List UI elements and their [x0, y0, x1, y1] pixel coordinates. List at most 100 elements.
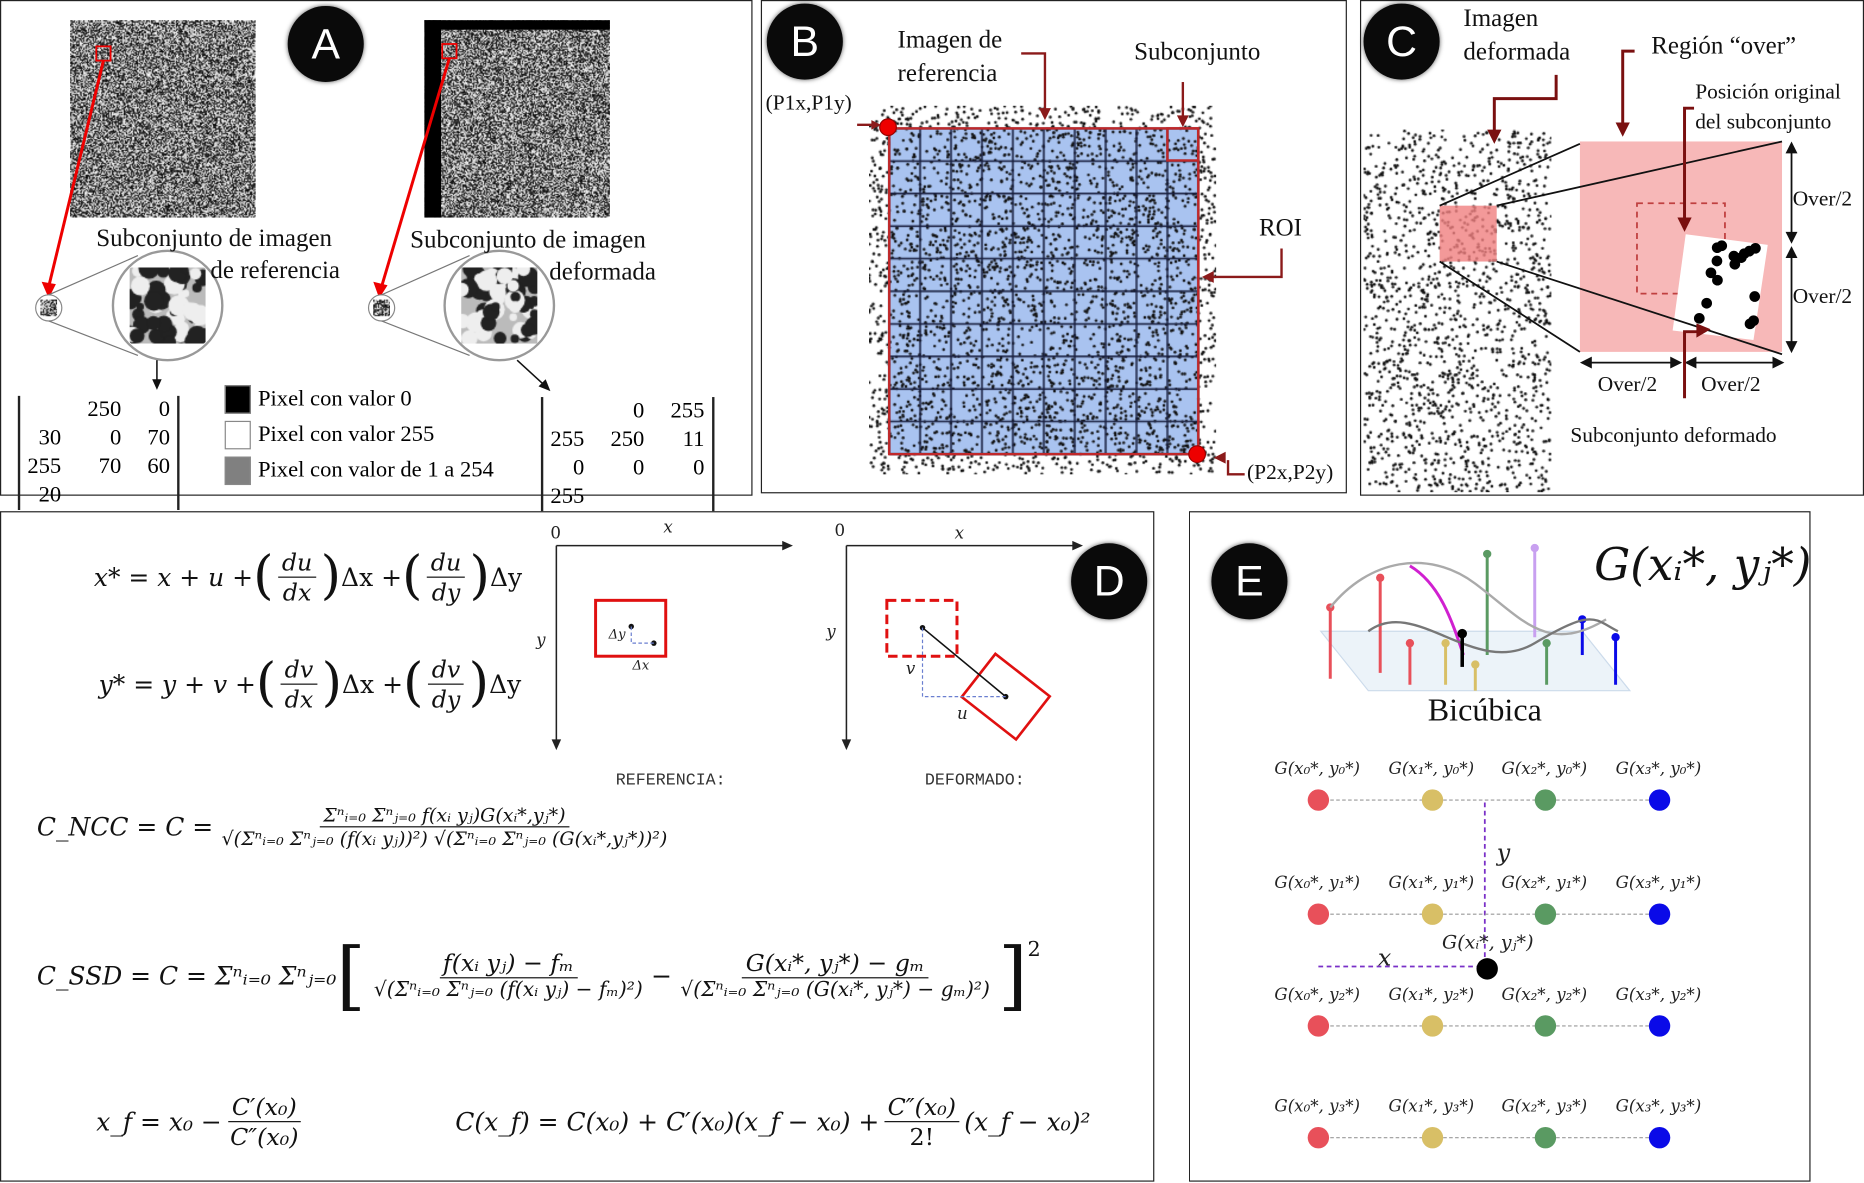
subset-speckle-dot [1711, 255, 1723, 267]
xf-numerator: C′(x₀) [228, 1093, 301, 1123]
bicubic-title-formula: G(xᵢ*, yⱼ*) [1594, 538, 1812, 591]
matrix-cell: 0 [633, 455, 645, 481]
deformed-subset-caption-line2: deformada [549, 256, 656, 286]
grid-node-label: G(x₁*, y₃*) [1388, 1097, 1475, 1117]
panel-badge-e: E [1211, 543, 1288, 620]
grid-node-label: G(x₀*, y₁*) [1274, 873, 1361, 893]
legend-label: Pixel con valor de 1 a 254 [257, 457, 494, 483]
p2-label: (P2x,P2y) [1247, 460, 1334, 484]
grid-node-label: G(x₁*, y₂*) [1388, 985, 1475, 1005]
deformed-speckle-image [424, 20, 610, 218]
subset-label: Subconjunto [1134, 36, 1261, 66]
matrix-cell: 250 [610, 426, 645, 452]
value-point [1441, 638, 1450, 648]
grid-node-label: G(x₂*, y₃*) [1501, 1097, 1588, 1117]
ref-caption: REFERENCIA: [615, 771, 726, 791]
legend-swatch [224, 420, 251, 450]
ssd-denominator-2: √(Σⁿᵢ₌₀ Σⁿⱼ₌₀ (G(xᵢ*, yⱼ*) − gₘ)²) [680, 978, 990, 1003]
legend-label: Pixel con valor 255 [257, 422, 435, 447]
roi-label: ROI [1258, 212, 1302, 242]
equation-ssd: C_SSD = C = Σⁿᵢ₌₀ Σⁿⱼ₌₀ [ f(xᵢ yⱼ) − fₘ√… [36, 932, 1041, 1019]
eq-x-frac1-num: du [278, 548, 316, 578]
def-x-axis-label: x [954, 524, 965, 544]
def-v-label: v [905, 659, 916, 679]
eq-y-frac2-num: dv [428, 655, 464, 685]
subset-speckle-dot [1712, 274, 1723, 286]
original-position-label-line1: Posición original [1695, 79, 1841, 104]
grid-node [1307, 789, 1330, 811]
over-half-label-right-top: Over/2 [1792, 186, 1853, 211]
panel-b: Imagen de referencia Subconjunto ROI (P1… [760, 0, 1347, 494]
center-point-label: G(xᵢ*, yⱼ*) [1442, 930, 1534, 954]
ssd-minus: − [651, 961, 673, 990]
eq-x-frac2-den: dy [431, 577, 461, 607]
eq-y-frac1-num: dv [281, 655, 317, 685]
matrix-cell: 255 [550, 426, 585, 452]
eq-y-frac1-den: dx [284, 684, 314, 714]
matrix-cell: 70 [98, 454, 122, 480]
value-point [1483, 549, 1492, 559]
reference-image-label-line1: Imagen de [897, 24, 1003, 54]
grid-node [1307, 1126, 1330, 1149]
x-distance-label: x [1377, 942, 1392, 972]
deformed-subset-small [373, 299, 390, 317]
reference-subset-zoom [129, 267, 206, 344]
deformed-image-label-line2: deformada [1463, 36, 1571, 66]
ref-dx-label: Δx [632, 657, 650, 673]
value-point [1471, 660, 1480, 669]
ncc-numerator: Σⁿᵢ₌₀ Σⁿⱼ₌₀ f(xᵢ yⱼ)G(xᵢ*,yⱼ*) [319, 804, 570, 828]
matrix-cell: 255 [27, 454, 62, 480]
grid-node-label: G(x₂*, y₁*) [1501, 873, 1588, 893]
subset-speckle-dot [1748, 315, 1759, 327]
value-point [1530, 543, 1539, 553]
matrix-cell: 255 [670, 398, 705, 424]
grid-node-label: G(x₃*, y₀*) [1615, 759, 1702, 779]
subset-speckle-dot [1749, 291, 1761, 302]
deformed-image-label-line1: Imagen [1463, 3, 1539, 33]
eq-y-dx-term: Δx + [342, 669, 403, 699]
grid-node [1648, 1015, 1671, 1037]
subset-speckle-dot [1693, 312, 1705, 324]
def-caption: DEFORMADO: [924, 771, 1025, 791]
legend-item: Pixel con valor 255 [224, 417, 494, 453]
matrix-cell: 255 [550, 483, 585, 509]
deformed-subset-zoom [461, 267, 538, 344]
ref-x-axis-label: x [663, 518, 673, 538]
eq-x-dy-term: Δy [490, 562, 523, 592]
ncc-lhs: C_NCC = C = [36, 812, 214, 842]
grid-node-label: G(x₃*, y₂*) [1615, 985, 1702, 1005]
panel-e: G(xᵢ*, yⱼ*) Bicúbica G(xᵢ*, yⱼ*) x y G(x… [1188, 511, 1812, 1182]
matrix-cell: 30 [38, 425, 62, 451]
eq-x-dx-term: Δx + [341, 562, 403, 592]
grid-node-label: G(x₁*, y₀*) [1388, 759, 1475, 779]
grid-node-label: G(x₂*, y₀*) [1501, 759, 1588, 779]
grid-node [1421, 1126, 1444, 1149]
over-half-label-bottom-right: Over/2 [1701, 372, 1761, 396]
deformed-subset-caption-line1: Subconjunto de imagen [410, 224, 646, 254]
def-origin-label: 0 [834, 521, 846, 541]
panel-badge-c: C [1363, 3, 1440, 80]
reference-image-label-line2: referencia [897, 58, 998, 87]
ncc-denominator: √(Σⁿᵢ₌₀ Σⁿⱼ₌₀ (f(xᵢ yⱼ))²) √(Σⁿᵢ₌₀ Σⁿⱼ₌₀… [221, 827, 668, 850]
legend-swatch [224, 385, 251, 414]
value-point [1376, 573, 1385, 582]
over-half-label-bottom-left: Over/2 [1597, 372, 1658, 396]
xf-lhs: x_f = x₀ − [96, 1107, 222, 1136]
matrix-cell: 0 [573, 455, 585, 481]
legend-label: Pixel con valor 0 [257, 386, 412, 412]
legend-swatch [224, 456, 251, 486]
subset-speckle-dot [1705, 267, 1717, 279]
value-point [1611, 633, 1620, 642]
xf-denominator: C″(x₀) [230, 1122, 299, 1151]
panel-c-annotations [1439, 49, 1798, 399]
original-position-label-line2: del subconjunto [1695, 109, 1832, 134]
over-half-label-right-bottom: Over/2 [1792, 284, 1853, 308]
def-y-axis-label: y [826, 622, 836, 642]
reference-subset-small [40, 299, 58, 317]
ref-y-axis-label: y [536, 631, 546, 651]
taylor-denominator: 2! [909, 1122, 935, 1151]
legend-item: Pixel con valor 0 [224, 382, 494, 418]
